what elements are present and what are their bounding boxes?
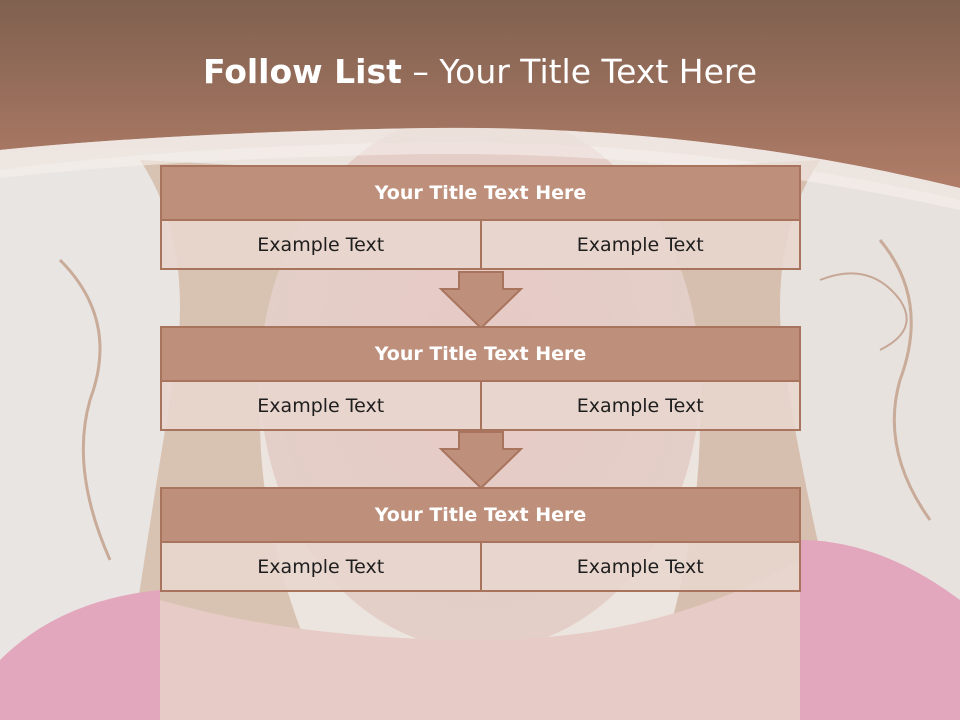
block-cell-left: Example Text	[160, 221, 482, 270]
block-row: Example Text Example Text	[160, 221, 801, 270]
block-cell-right: Example Text	[481, 221, 801, 270]
block-cell-right: Example Text	[481, 382, 801, 431]
block-title: Your Title Text Here	[160, 326, 801, 382]
list-block-3: Your Title Text Here Example Text Exampl…	[160, 487, 801, 592]
down-arrow-icon	[438, 271, 524, 330]
block-cell-left: Example Text	[160, 543, 482, 592]
slide-title: Follow List – Your Title Text Here	[0, 52, 960, 91]
block-row: Example Text Example Text	[160, 543, 801, 592]
block-title: Your Title Text Here	[160, 487, 801, 543]
list-block-2: Your Title Text Here Example Text Exampl…	[160, 326, 801, 431]
block-cell-right: Example Text	[481, 543, 801, 592]
down-arrow-icon	[438, 431, 524, 490]
block-cell-left: Example Text	[160, 382, 482, 431]
title-rest: – Your Title Text Here	[401, 52, 758, 91]
list-block-1: Your Title Text Here Example Text Exampl…	[160, 165, 801, 270]
title-bold: Follow List	[202, 52, 402, 91]
block-title: Your Title Text Here	[160, 165, 801, 221]
block-row: Example Text Example Text	[160, 382, 801, 431]
